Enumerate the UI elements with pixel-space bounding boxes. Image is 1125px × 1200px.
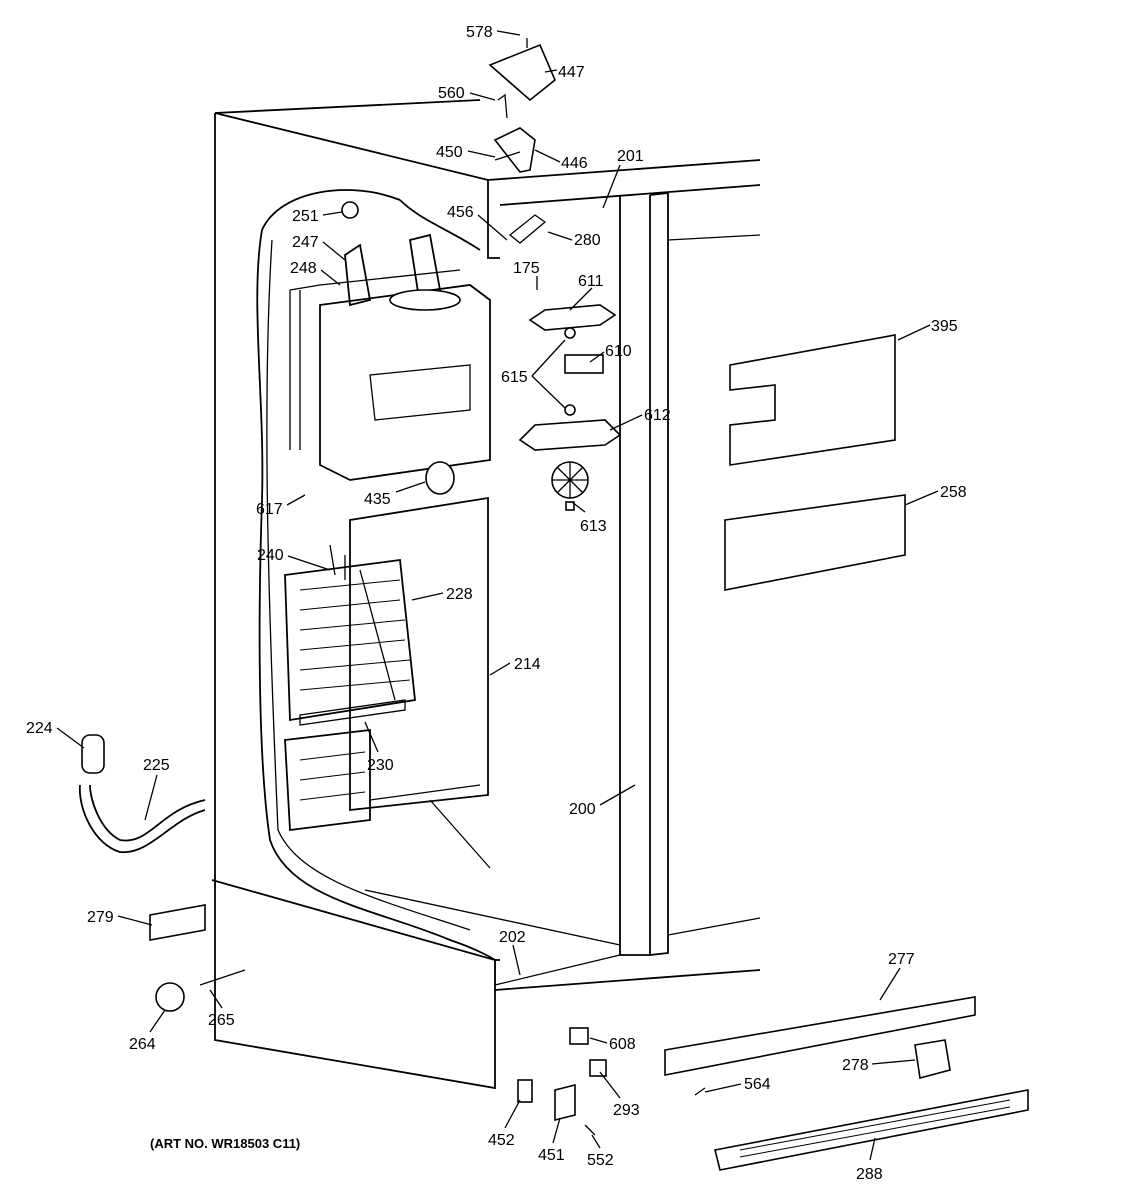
callout-447: 447 (558, 64, 585, 81)
callout-611: 611 (578, 273, 604, 290)
callout-279: 279 (87, 909, 114, 926)
callout-552: 552 (587, 1152, 614, 1169)
top-hinge (341, 38, 556, 219)
callout-395: 395 (931, 318, 958, 335)
cabinet-case (211, 99, 761, 1090)
callout-280: 280 (574, 232, 601, 249)
callout-608: 608 (609, 1036, 636, 1053)
callout-578: 578 (466, 24, 493, 41)
callout-175: 175 (513, 260, 540, 277)
lower-parts (149, 904, 1029, 1171)
callout-615: 615 (501, 369, 528, 386)
callout-435: 435 (364, 491, 391, 508)
callout-293: 293 (613, 1102, 640, 1119)
callout-225: 225 (143, 757, 170, 774)
callout-288: 288 (856, 1166, 883, 1183)
callout-201: 201 (617, 148, 644, 165)
callout-278: 278 (842, 1057, 869, 1074)
callout-610: 610 (605, 343, 632, 360)
callout-248: 248 (290, 260, 317, 277)
ice-bucket-housing (289, 233, 491, 495)
callout-240: 240 (257, 547, 284, 564)
callout-450: 450 (436, 144, 463, 161)
callout-265: 265 (208, 1012, 235, 1029)
air-duct-covers (724, 334, 906, 591)
callout-214: 214 (514, 656, 541, 673)
callout-labels: 578 447 560 450 446 201 251 456 280 247 … (26, 24, 967, 1183)
mullion (364, 191, 761, 986)
callout-446: 446 (561, 155, 588, 172)
callout-251: 251 (292, 208, 319, 225)
callout-258: 258 (940, 484, 967, 501)
callout-612: 612 (644, 407, 671, 424)
callout-617: 617 (256, 501, 283, 518)
callout-456: 456 (447, 204, 474, 221)
callout-230: 230 (367, 757, 394, 774)
art-number: (ART NO. WR18503 C11) (150, 1136, 300, 1151)
callout-247: 247 (292, 234, 319, 251)
callout-560: 560 (438, 85, 465, 102)
callout-200: 200 (569, 801, 596, 818)
callout-613: 613 (580, 518, 607, 535)
callout-264: 264 (129, 1036, 156, 1053)
leader-lines (56, 30, 939, 1161)
evaporator (284, 544, 416, 832)
callout-228: 228 (446, 586, 473, 603)
callout-224: 224 (26, 720, 53, 737)
evaporator-cover (349, 496, 491, 869)
water-line (79, 734, 206, 853)
callout-277: 277 (888, 951, 915, 968)
callout-564: 564 (744, 1076, 771, 1093)
callout-452: 452 (488, 1132, 515, 1149)
callout-202: 202 (499, 929, 526, 946)
callout-451: 451 (538, 1147, 565, 1164)
